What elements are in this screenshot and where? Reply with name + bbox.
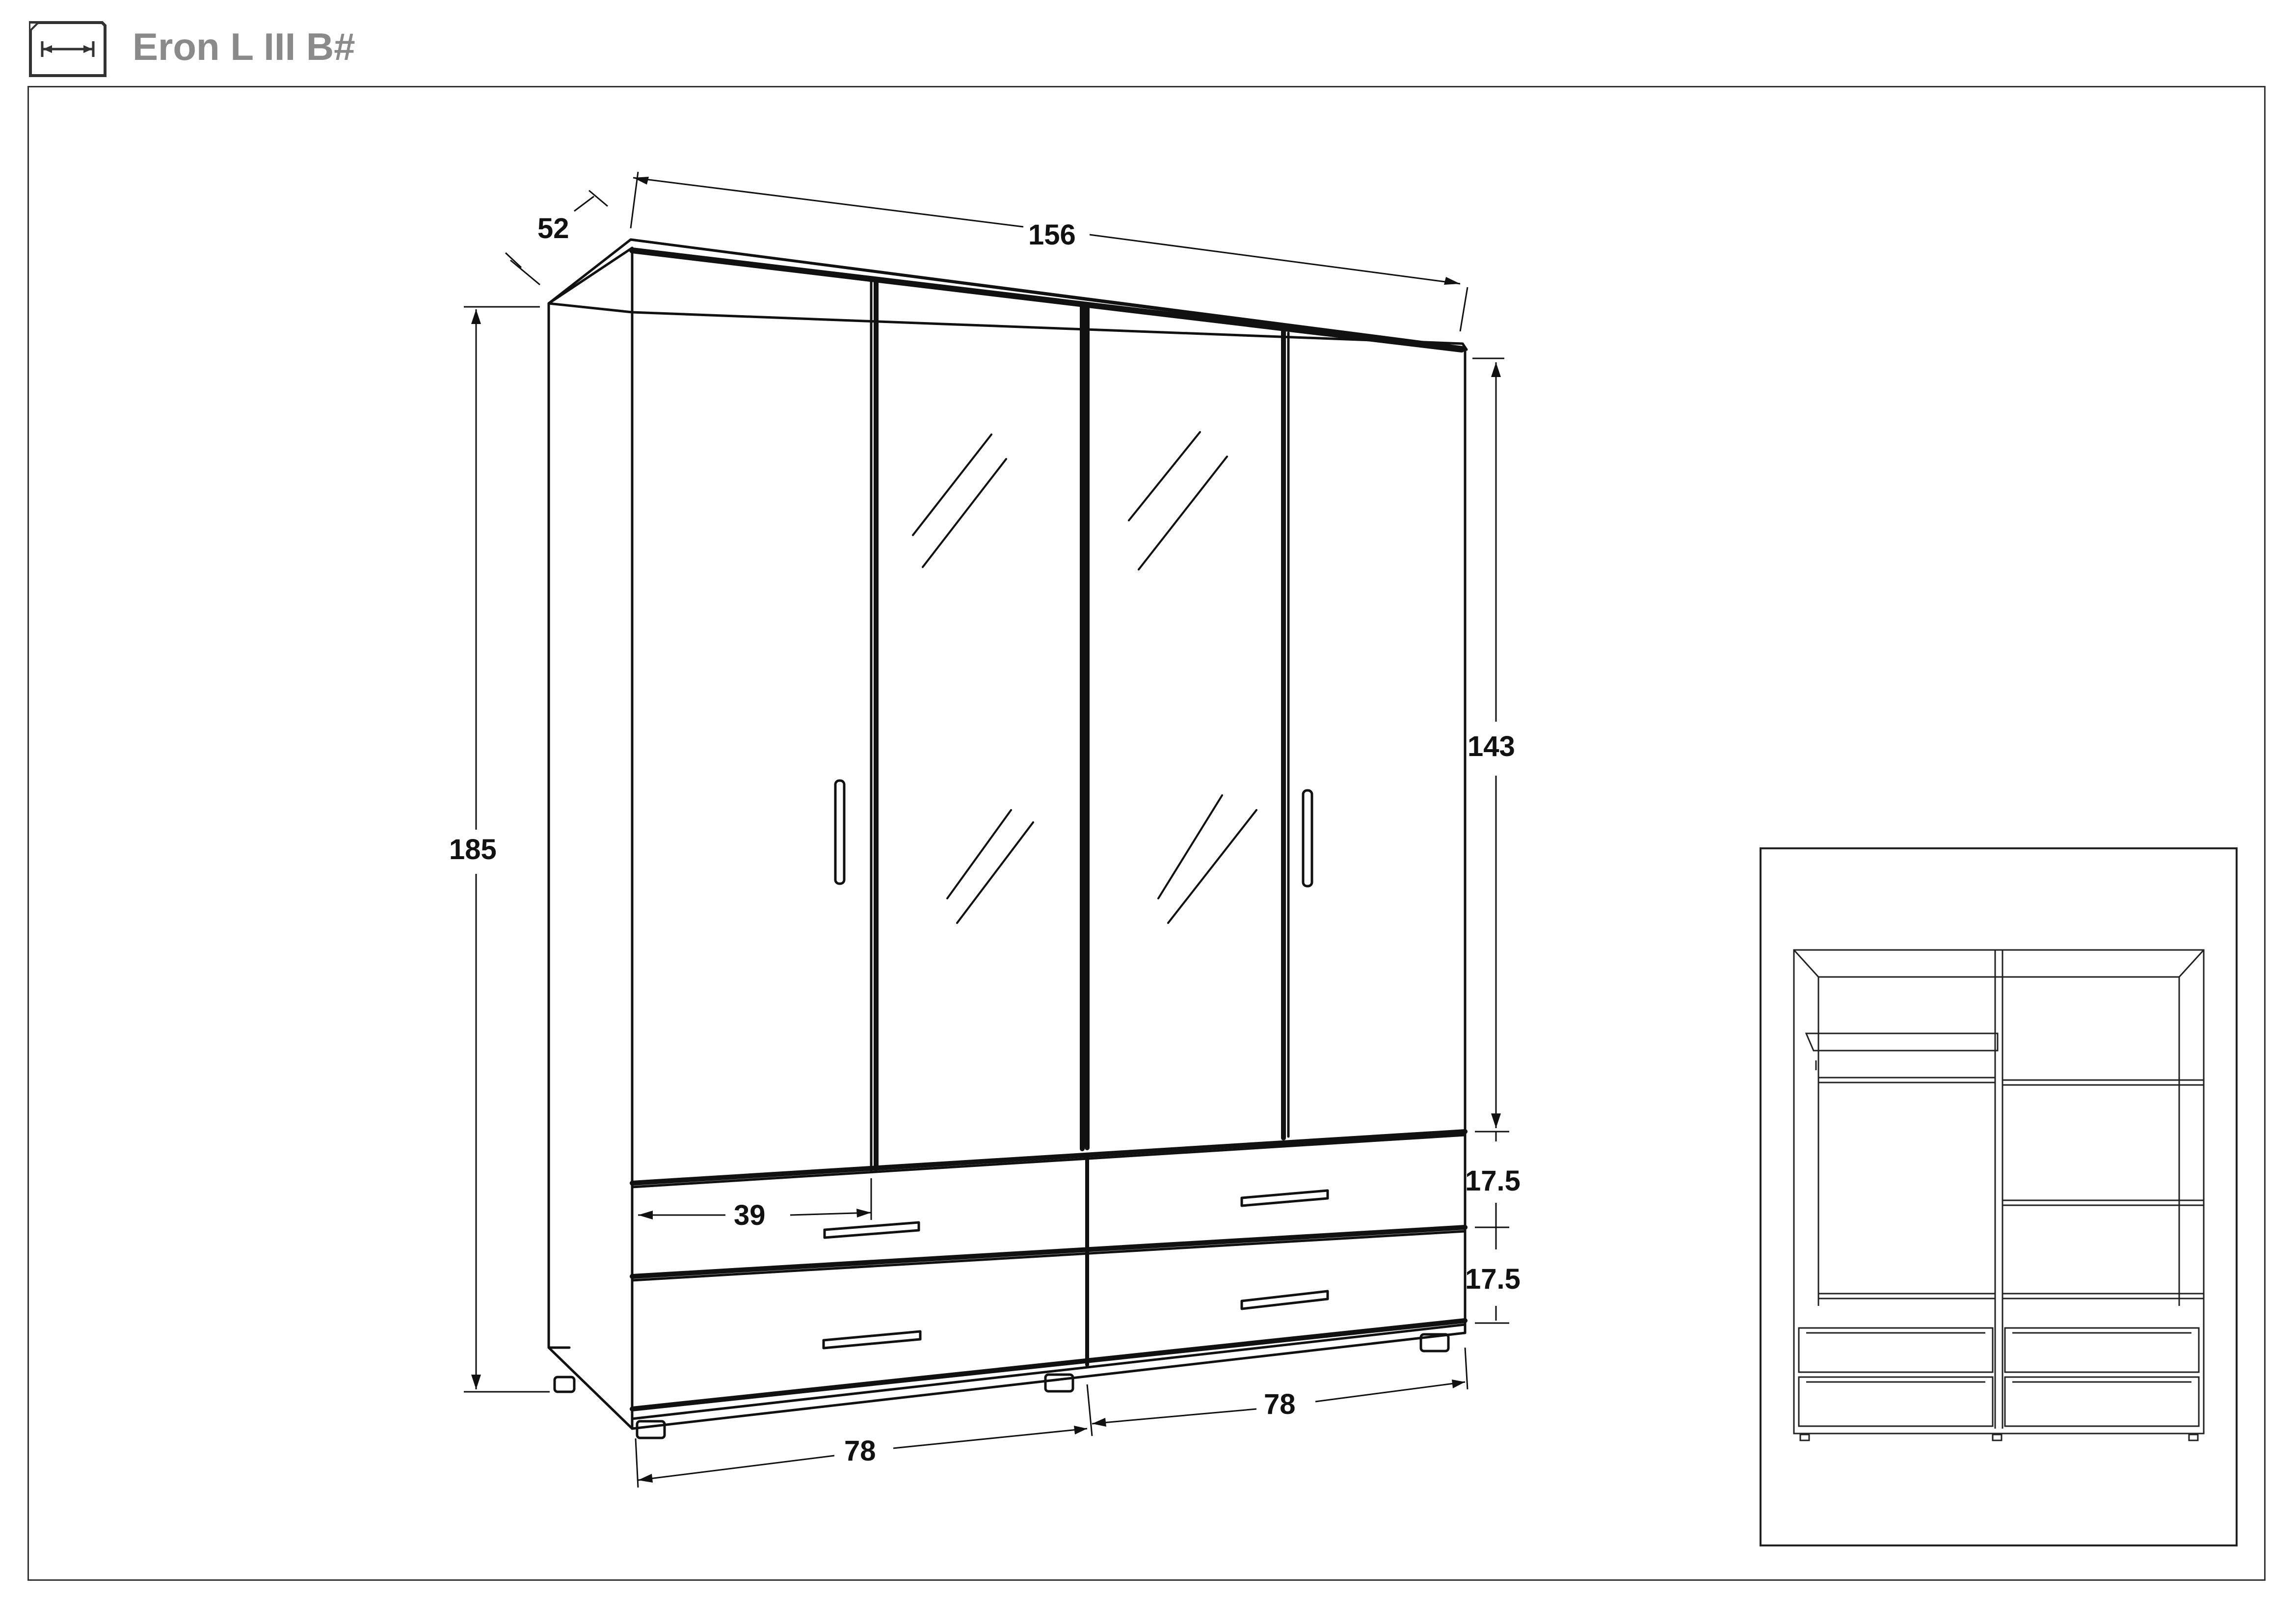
dim-bottom-left-label: 78: [844, 1435, 876, 1467]
dim-depth-label: 52: [537, 213, 569, 244]
dim-drawer-inner-width-label: 39: [734, 1199, 766, 1231]
dim-drawer-bottom-label: 17.5: [1465, 1263, 1521, 1295]
interior-inset: [1760, 847, 2238, 1546]
drawer-handle-2: [1240, 1189, 1329, 1207]
drawer-handle-4: [1240, 1290, 1329, 1310]
dim-bottom-right-label: 78: [1264, 1388, 1296, 1420]
door-3-mirror: [1085, 304, 1286, 1150]
dim-width-label: 156: [1028, 219, 1076, 251]
drawer-handle-3: [822, 1330, 922, 1350]
product-title: Eron L III B#: [133, 25, 355, 68]
door-2-mirror: [874, 277, 1085, 1171]
drawer-handle-1: [823, 1221, 920, 1239]
mirror-reflection-marks: [912, 431, 1257, 924]
dim-drawer-top-label: 17.5: [1465, 1165, 1521, 1197]
door-handle-right: [1302, 789, 1313, 888]
drawing-frame: [27, 86, 2266, 1581]
dim-door-height-label: 143: [1468, 731, 1515, 762]
dimension-ruler-icon: [29, 21, 107, 77]
door-handle-left: [834, 779, 846, 885]
door-1: [631, 249, 873, 1185]
dim-height-label: 185: [449, 834, 497, 866]
